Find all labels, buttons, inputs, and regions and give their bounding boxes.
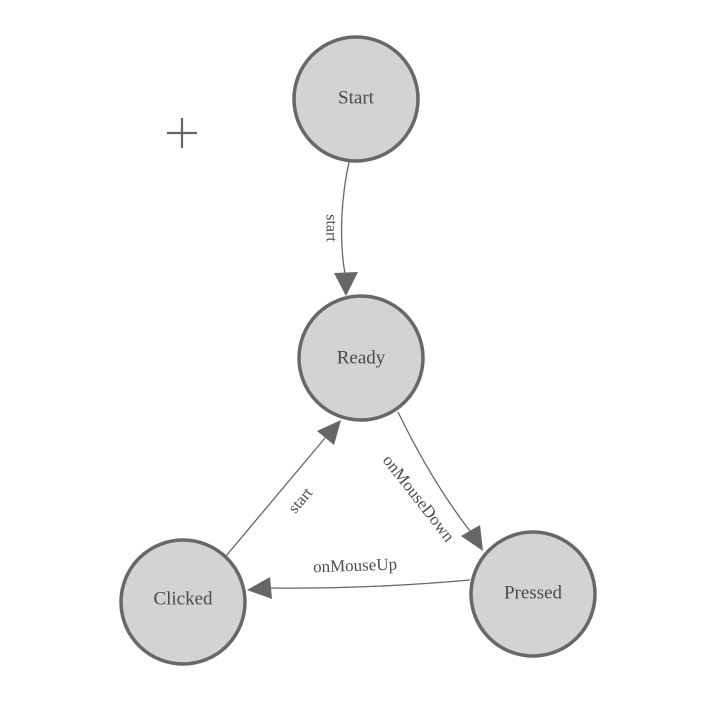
edge-label-onmouseup: onMouseUp [313,554,398,576]
edge-label-start-top: start [322,214,339,242]
edge-start-to-ready[interactable] [334,157,358,296]
edge-ready-to-pressed[interactable] [397,411,483,551]
edge-pressed-to-clicked[interactable] [247,577,471,599]
arrowhead-icon [317,420,341,445]
arrowhead-icon [461,525,483,551]
edge-line[interactable] [270,579,471,589]
edge-label-start-diagonal: start [285,484,316,516]
arrowhead-icon [334,272,358,296]
edge-clicked-to-ready[interactable] [225,420,341,557]
state-node-clicked[interactable]: Clicked [119,538,247,666]
edge-line[interactable] [397,411,471,532]
node-label: Ready [337,348,386,369]
node-circle[interactable] [469,530,597,658]
node-circle[interactable] [119,538,247,666]
node-circle[interactable] [297,294,425,422]
node-label: Start [338,88,375,109]
node-circle[interactable] [292,35,420,163]
plus-cursor-icon [167,118,197,148]
state-node-ready[interactable]: Ready [297,294,425,422]
arrowhead-icon [247,577,272,599]
node-label: Pressed [504,583,563,604]
edge-line[interactable] [225,437,326,557]
edge-line[interactable] [340,157,351,275]
node-label: Clicked [153,589,213,610]
state-node-start[interactable]: Start [292,35,420,163]
state-node-pressed[interactable]: Pressed [469,530,597,658]
